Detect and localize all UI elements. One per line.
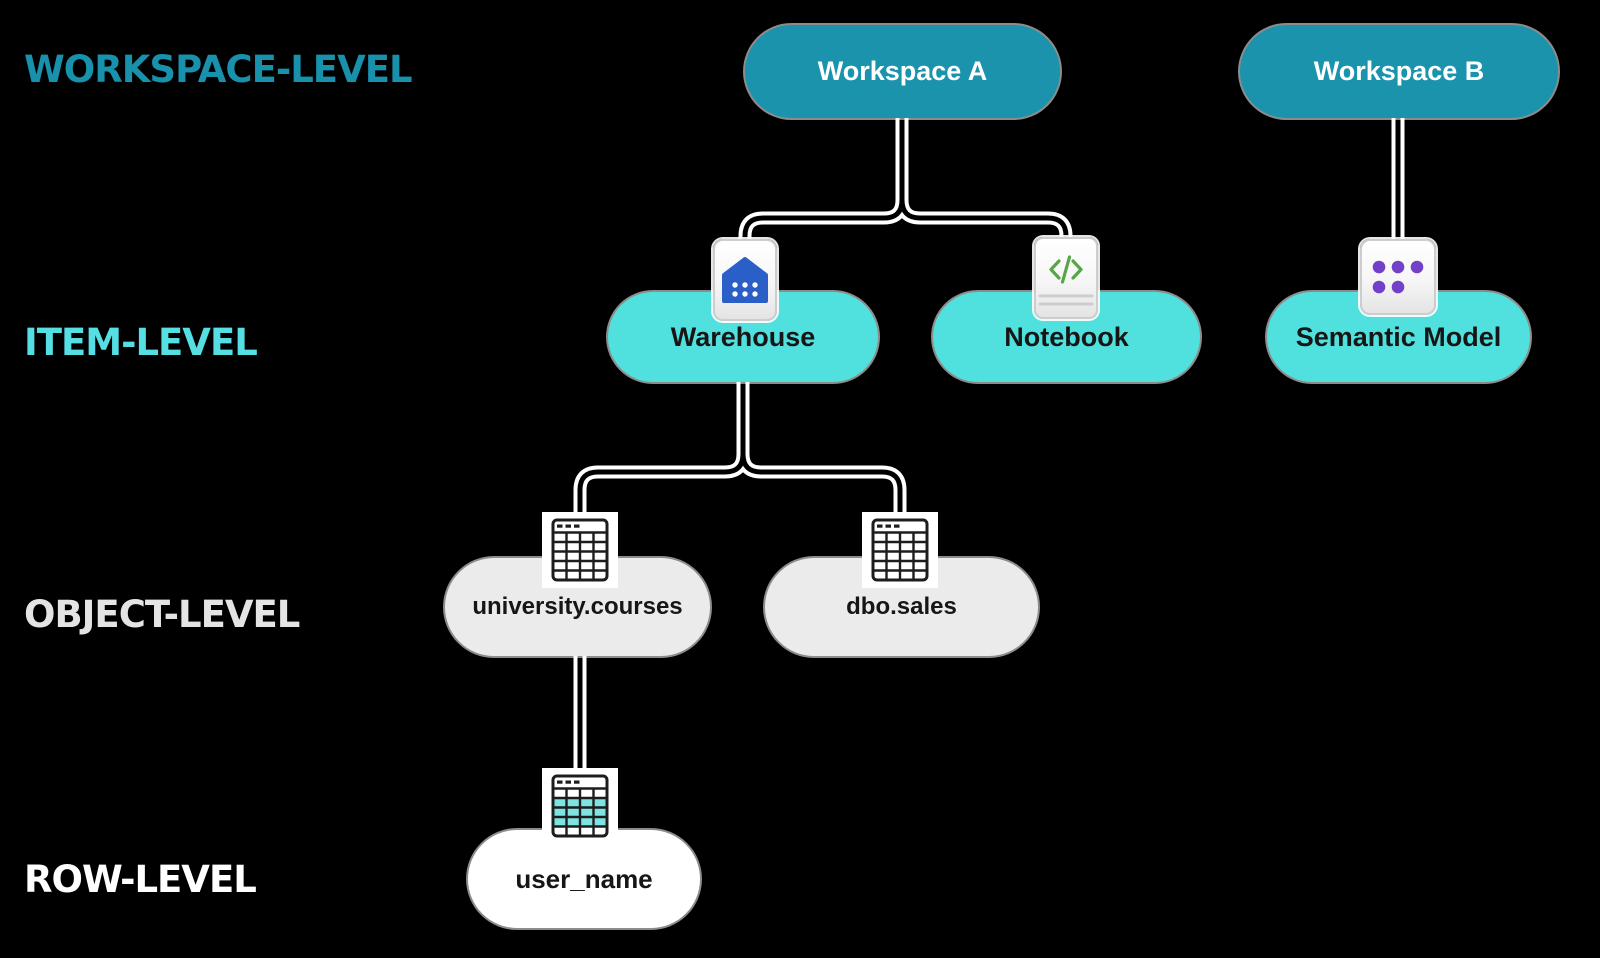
table-icon (542, 512, 618, 588)
connector-casing (573, 114, 1405, 775)
label-workspace-level: WORKSPACE-LEVEL (24, 48, 413, 91)
notebook-icon (1034, 237, 1098, 319)
label-object-level: OBJECT-LEVEL (24, 593, 300, 636)
semantic-model-icon (1360, 239, 1436, 315)
node-workspace-a: Workspace A (745, 25, 1060, 118)
node-semantic-model: Semantic Model (1267, 292, 1530, 382)
warehouse-icon (713, 239, 777, 321)
table-rls-icon (542, 768, 618, 844)
node-workspace-b: Workspace B (1240, 25, 1558, 118)
label-item-level: ITEM-LEVEL (24, 321, 258, 364)
node-user-name: user_name (468, 830, 700, 928)
connector-core (577, 114, 1401, 775)
label-row-level: ROW-LEVEL (24, 858, 257, 901)
node-warehouse: Warehouse (608, 292, 878, 382)
table-icon (862, 512, 938, 588)
